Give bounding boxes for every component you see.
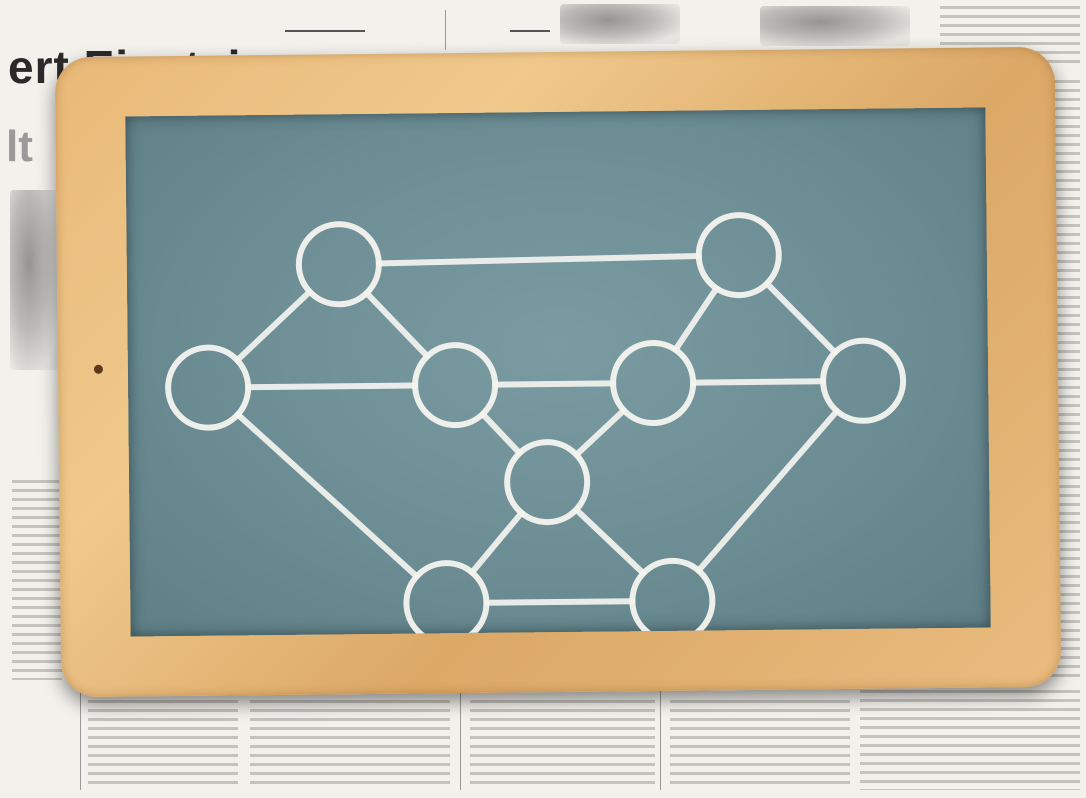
newspaper-headline-fragment: lt — [6, 122, 33, 172]
graph-node — [823, 340, 904, 421]
newspaper-text-block — [88, 700, 238, 790]
newspaper-photo — [560, 4, 680, 44]
newspaper-photo — [10, 190, 58, 370]
column-divider — [445, 10, 446, 50]
graph-node — [507, 442, 588, 523]
graph-edge — [379, 256, 699, 263]
graph-node — [698, 215, 779, 296]
newspaper-text-block — [12, 480, 62, 680]
graph-edge — [495, 383, 613, 384]
headline-rule — [510, 30, 550, 32]
graph-edge — [471, 513, 522, 573]
chalkboard-surface — [125, 108, 990, 637]
graph-edge — [576, 509, 643, 574]
newspaper-text-block — [250, 700, 450, 790]
graph-node — [168, 347, 249, 428]
newspaper-text-block — [470, 700, 655, 790]
newspaper-text-block — [860, 690, 1080, 790]
newspaper-text-block — [670, 700, 850, 790]
graph-edge — [248, 385, 415, 387]
graph-edge — [767, 283, 835, 353]
graph-node — [406, 563, 487, 637]
graph-node — [298, 224, 379, 305]
headline-rule — [285, 30, 365, 32]
graph-node — [613, 343, 694, 424]
graph-edge — [238, 413, 417, 579]
graph-node — [632, 560, 713, 636]
column-divider — [460, 690, 461, 790]
graph-edge — [697, 411, 839, 571]
graph-edge — [576, 410, 624, 454]
graph-edge — [237, 292, 311, 360]
frame-nail-hole — [94, 365, 103, 374]
graph-edge — [486, 601, 632, 603]
graph-edge — [675, 288, 717, 349]
graph-edge — [367, 292, 428, 356]
column-divider — [80, 690, 81, 790]
chalkboard-slate-frame — [55, 47, 1062, 697]
chalk-network-graph — [125, 108, 990, 637]
graph-edge — [693, 381, 823, 382]
newspaper-photo — [760, 6, 910, 46]
column-divider — [660, 690, 661, 790]
graph-node — [415, 345, 496, 426]
graph-edge — [483, 414, 520, 454]
